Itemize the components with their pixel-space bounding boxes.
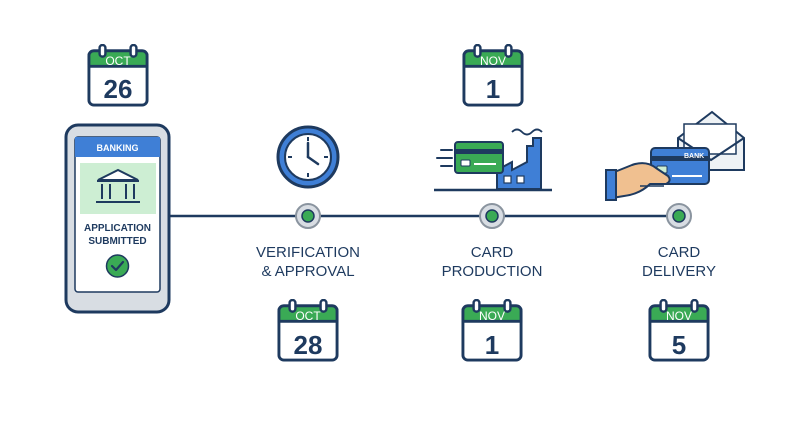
stage-production-line-1: CARD bbox=[470, 244, 514, 261]
checkmark-icon bbox=[105, 254, 130, 278]
hand-card-envelope-icon: BANK bbox=[605, 110, 745, 201]
calendar-start-month: OCT bbox=[105, 54, 131, 68]
phone-app: BANKING APPLICATION SUBMITTED bbox=[64, 123, 171, 314]
calendar-production-top-month: NOV bbox=[480, 54, 506, 68]
calendar-verification-month: OCT bbox=[295, 309, 321, 323]
status-line-1: APPLICATION bbox=[84, 223, 151, 234]
stage-label-delivery: CARD DELIVERY bbox=[609, 243, 749, 281]
calendar-delivery-day: 5 bbox=[672, 330, 686, 360]
stage-delivery-line-2: DELIVERY bbox=[642, 263, 716, 280]
factory-icon bbox=[434, 128, 552, 192]
calendar-verification-day: 28 bbox=[294, 330, 323, 360]
status-line-2: SUBMITTED bbox=[88, 236, 146, 247]
stage-verification-line-1: VERIFICATION bbox=[256, 244, 360, 261]
stage-production-line-2: PRODUCTION bbox=[441, 263, 543, 280]
timeline-node-production bbox=[479, 203, 505, 229]
clock-icon bbox=[276, 125, 340, 189]
calendar-start-day: 26 bbox=[104, 74, 133, 104]
calendar-production-day: 1 bbox=[485, 330, 499, 360]
credit-card-icon bbox=[454, 141, 504, 174]
calendar-delivery-month: NOV bbox=[666, 309, 692, 323]
calendar-start: OCT 26 bbox=[87, 44, 149, 107]
bank-building-icon bbox=[96, 168, 140, 203]
calendar-production-top: NOV 1 bbox=[462, 44, 524, 107]
calendar-production-top-day: 1 bbox=[486, 74, 500, 104]
stage-delivery-line-1: CARD bbox=[657, 244, 701, 261]
calendar-production: NOV 1 bbox=[461, 299, 523, 362]
card-bank-label: BANK bbox=[684, 153, 704, 160]
stage-label-verification: VERIFICATION & APPROVAL bbox=[238, 243, 378, 281]
stage-label-production: CARD PRODUCTION bbox=[422, 243, 562, 281]
calendar-delivery: NOV 5 bbox=[648, 299, 710, 362]
timeline-node-delivery bbox=[666, 203, 692, 229]
calendar-verification: OCT 28 bbox=[277, 299, 339, 362]
phone-header: BANKING bbox=[97, 143, 139, 153]
stage-verification-line-2: & APPROVAL bbox=[261, 263, 355, 280]
timeline-node-verification bbox=[295, 203, 321, 229]
calendar-production-month: NOV bbox=[479, 309, 505, 323]
